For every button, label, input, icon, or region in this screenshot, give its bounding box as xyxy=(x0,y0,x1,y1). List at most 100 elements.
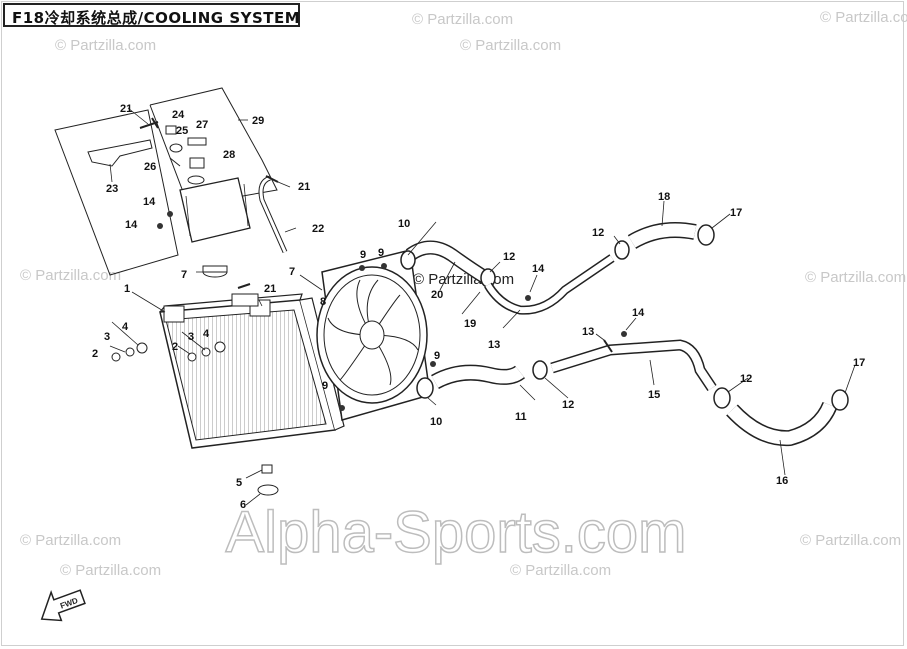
watermark-text: © Partzilla.com xyxy=(800,532,901,549)
part-9-bolt xyxy=(430,361,436,367)
watermark-text: © Partzilla.com xyxy=(20,267,121,284)
part-21-clamp xyxy=(237,283,251,289)
part-16-hose xyxy=(726,401,838,447)
watermark-text: © Partzilla.com xyxy=(55,37,156,54)
part-14-bolt xyxy=(525,295,531,301)
callout-17: 17 xyxy=(853,357,865,369)
part-26-hose xyxy=(169,157,181,167)
part-7-radiator-cap xyxy=(202,265,228,278)
callout-10: 10 xyxy=(430,416,442,428)
part-14-bolt xyxy=(621,331,627,337)
part-17-clamp xyxy=(697,224,715,246)
watermark-text: © Partzilla.com xyxy=(820,9,907,26)
part-21-bolt xyxy=(139,117,159,129)
callout-3: 3 xyxy=(104,331,110,343)
callout-1: 1 xyxy=(124,283,130,295)
part-12-clamp xyxy=(614,240,630,260)
part-28-neck xyxy=(189,157,205,169)
part-19-pipe xyxy=(484,254,615,315)
center-watermark: © Partzilla.com xyxy=(413,271,514,288)
callout-4: 4 xyxy=(203,328,210,340)
part-9-bolt xyxy=(339,405,345,411)
part-29-reservoir-tank xyxy=(179,175,251,243)
part-5-drain-bolt xyxy=(261,464,273,474)
part-23-bracket xyxy=(87,139,153,167)
callout-14: 14 xyxy=(532,263,545,275)
callout-2: 2 xyxy=(92,348,98,360)
callout-9: 9 xyxy=(360,249,366,261)
part-9-bolt xyxy=(381,263,387,269)
callout-24: 24 xyxy=(172,109,185,121)
part-18-hose xyxy=(627,222,697,249)
callout-17: 17 xyxy=(730,207,742,219)
callout-9: 9 xyxy=(378,247,384,259)
callout-21: 21 xyxy=(120,103,132,115)
watermark-text: © Partzilla.com xyxy=(412,11,513,28)
part-9-bolt xyxy=(359,265,365,271)
part-12-clamp xyxy=(480,268,496,288)
part-3-washer xyxy=(201,347,211,357)
callout-10: 10 xyxy=(398,218,410,230)
callout-18: 18 xyxy=(658,191,670,203)
reservoir-exploded-frame-left xyxy=(54,109,179,276)
part-4-grommet xyxy=(136,342,148,354)
callout-28: 28 xyxy=(223,149,235,161)
callout-29: 29 xyxy=(252,115,264,127)
callout-14: 14 xyxy=(125,219,138,231)
part-13-bracket xyxy=(603,339,613,353)
watermark-text: © Partzilla.com xyxy=(510,562,611,579)
part-27-seal xyxy=(187,137,207,146)
callout-12: 12 xyxy=(562,399,574,411)
callout-23: 23 xyxy=(106,183,118,195)
callout-19: 19 xyxy=(464,318,476,330)
watermark-text: © Partzilla.com xyxy=(60,562,161,579)
callout-4: 4 xyxy=(122,321,129,333)
callout-9: 9 xyxy=(322,380,328,392)
part-2-bolt xyxy=(111,352,121,362)
callout-11: 11 xyxy=(515,411,527,423)
callout-13: 13 xyxy=(582,326,594,338)
callout-20: 20 xyxy=(431,289,443,301)
part-3-washer xyxy=(125,347,135,357)
page-title: F18冷却系统总成/COOLING SYSTEM xyxy=(12,9,301,27)
callout-7: 7 xyxy=(181,269,187,281)
callout-13: 13 xyxy=(488,339,500,351)
part-11-lower-hose xyxy=(431,364,525,390)
part-8-cooling-fan xyxy=(316,249,431,421)
callout-21: 21 xyxy=(264,283,276,295)
callout-22: 22 xyxy=(312,223,324,235)
part-4-grommet xyxy=(214,341,226,353)
title-box: F18冷却系统总成/COOLING SYSTEM xyxy=(3,3,300,27)
callout-5: 5 xyxy=(236,477,242,489)
callout-27: 27 xyxy=(196,119,208,131)
part-14-bolt xyxy=(157,223,163,229)
callout-12: 12 xyxy=(503,251,515,263)
callout-7: 7 xyxy=(289,266,295,278)
part-10-clamp xyxy=(400,250,416,270)
part-21-clamp xyxy=(265,175,279,183)
callout-15: 15 xyxy=(648,389,660,401)
callout-6: 6 xyxy=(240,499,246,511)
callout-14: 14 xyxy=(143,196,156,208)
callout-14: 14 xyxy=(632,307,645,319)
part-17-clamp xyxy=(831,389,849,411)
watermark-text: © Partzilla.com xyxy=(460,37,561,54)
callout-2: 2 xyxy=(172,341,178,353)
callout-9: 9 xyxy=(434,350,440,362)
part-24-clip xyxy=(165,125,177,135)
part-2-bolt xyxy=(187,352,197,362)
callout-25: 25 xyxy=(176,125,188,137)
part-25-cap xyxy=(169,143,183,153)
part-15-pipe xyxy=(550,339,717,392)
callout-26: 26 xyxy=(144,161,156,173)
callout-12: 12 xyxy=(592,227,604,239)
callout-8: 8 xyxy=(320,296,326,308)
fwd-arrow-icon: FWD xyxy=(40,589,86,622)
callout-16: 16 xyxy=(776,475,788,487)
callout-12: 12 xyxy=(740,373,752,385)
part-6-grommet xyxy=(257,484,279,496)
part-12-clamp xyxy=(713,387,731,409)
watermark-text: © Partzilla.com xyxy=(805,269,906,286)
